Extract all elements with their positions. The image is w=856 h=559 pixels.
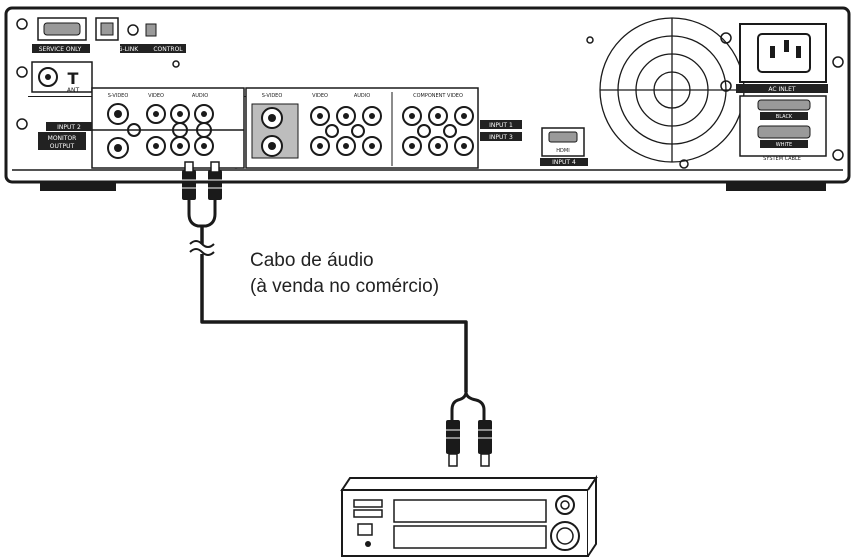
input2-video-label: VIDEO (148, 93, 164, 99)
service-only-label: SERVICE ONLY (39, 46, 82, 53)
rear-panel: SERVICE ONLY G-LINK CONTROL T ANT S-VIDE… (4, 6, 851, 191)
control-label: CONTROL (153, 46, 183, 53)
right-foot (726, 182, 826, 191)
control-jack (127, 24, 139, 36)
input3-label-bg (480, 132, 522, 141)
input2-rca-centers (153, 111, 207, 149)
input1-label-bg (480, 120, 522, 129)
antenna-symbol: T (68, 69, 79, 88)
top-plug-left (182, 161, 196, 200)
input2-svideo-label: S-VIDEO (108, 93, 129, 99)
input3-label: INPUT 3 (489, 134, 513, 141)
cable-label-line2: (à venda no comércio) (250, 276, 440, 297)
monitor-label: MONITOR (48, 135, 77, 142)
ant-label: ANT (67, 87, 80, 94)
output-label: OUTPUT (50, 143, 75, 150)
input2-audio-label: AUDIO (192, 93, 208, 99)
hdmi-label: HDMI (556, 148, 569, 154)
glink-label: G-LINK (118, 46, 139, 53)
fan-vent (599, 17, 745, 163)
top-plug-right (208, 161, 222, 200)
input4-label-bg (540, 158, 588, 166)
bottom-plug-left (446, 420, 460, 467)
control-label-bg (120, 44, 186, 53)
ac-inlet-label: AC INLET (768, 86, 795, 93)
input1-audio-label: AUDIO (354, 93, 370, 99)
ac-inlet-socket (757, 33, 811, 73)
white-label: WHITE (776, 142, 792, 148)
ac-label-bg (736, 84, 828, 93)
input1-label: INPUT 1 (489, 122, 513, 129)
left-foot (40, 182, 116, 191)
service-label-bg (32, 44, 90, 53)
input2-label: INPUT 2 (57, 124, 81, 131)
bottom-plug-right (478, 420, 492, 467)
monitor-label-bg (38, 132, 86, 150)
input1-video-label: VIDEO (312, 93, 328, 99)
black-port (757, 99, 811, 111)
white-port (757, 125, 811, 139)
audio-cable (182, 161, 492, 467)
audio-amplifier (340, 474, 598, 557)
cable-label-line1: Cabo de áudio (250, 250, 374, 271)
input2-label-bg (46, 122, 92, 131)
input1-svideo-label: S-VIDEO (262, 93, 283, 99)
input4-label: INPUT 4 (552, 159, 576, 166)
system-cable-label: SYSTEM CABLE (763, 156, 801, 162)
black-label: BLACK (776, 114, 793, 120)
component-video-label: COMPONENT VIDEO (413, 93, 463, 99)
